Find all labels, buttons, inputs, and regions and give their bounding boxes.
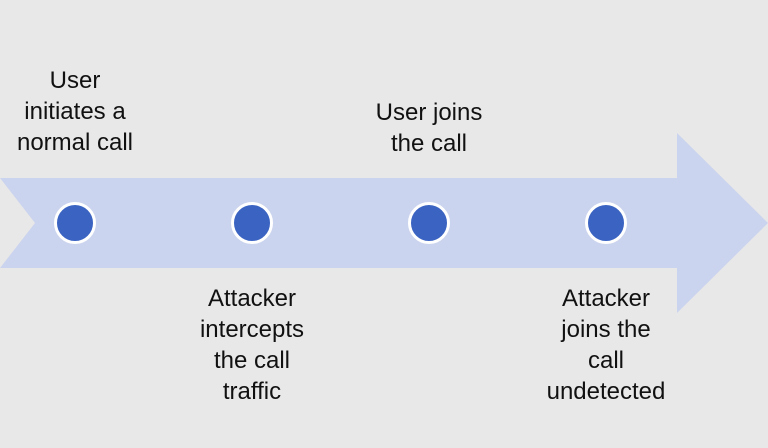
timeline-dot-4 [585, 202, 627, 244]
event-label-3: User joins the call [375, 99, 483, 157]
event-label-4: Attacker joins the call undetected [546, 285, 666, 405]
timeline-arrow-shape [0, 133, 768, 313]
timeline-dot-1 [54, 202, 96, 244]
event-label-2: Attacker intercepts the call traffic [199, 285, 305, 405]
event-label-1: User initiates a normal call [16, 67, 134, 156]
timeline-dot-2 [231, 202, 273, 244]
timeline-dot-3 [408, 202, 450, 244]
